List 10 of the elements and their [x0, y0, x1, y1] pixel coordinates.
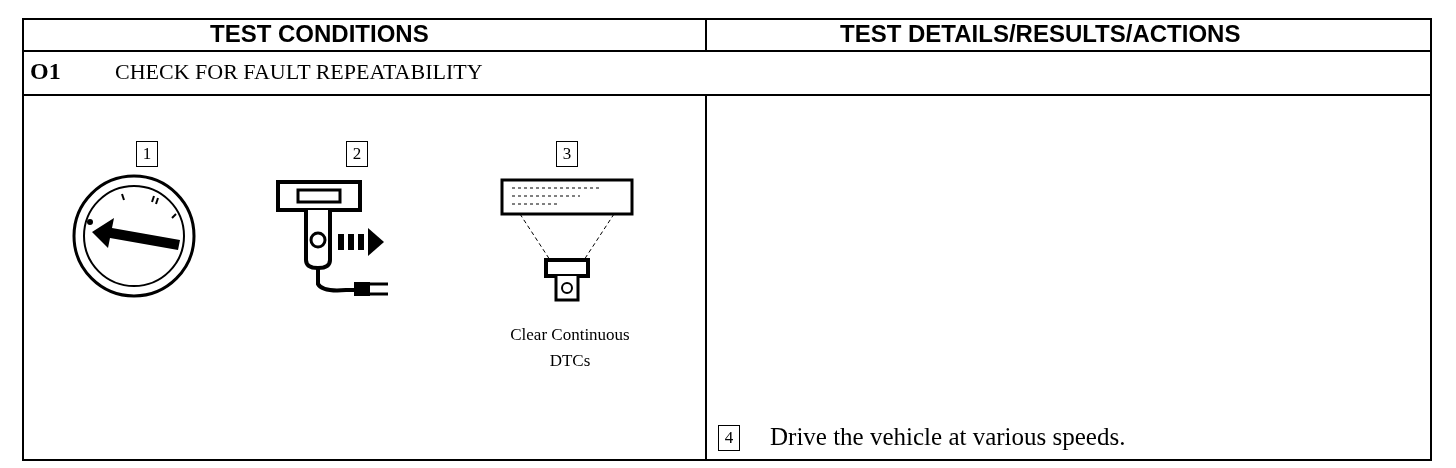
callout-number: 4 — [718, 425, 740, 451]
callout-number: 1 — [136, 141, 158, 167]
column-header: TEST CONDITIONS — [210, 20, 429, 48]
callout-number: 3 — [556, 141, 578, 167]
callout-number: 2 — [346, 141, 368, 167]
step-title: CHECK FOR FAULT REPEATABILITY — [115, 59, 483, 85]
step-number: O1 — [30, 58, 61, 85]
instruction-text: Drive the vehicle at various speeds. — [770, 423, 1126, 451]
illustration-caption: Clear Continuous DTCs — [509, 324, 631, 372]
column-header: TEST DETAILS/RESULTS/ACTIONS — [840, 20, 1241, 48]
